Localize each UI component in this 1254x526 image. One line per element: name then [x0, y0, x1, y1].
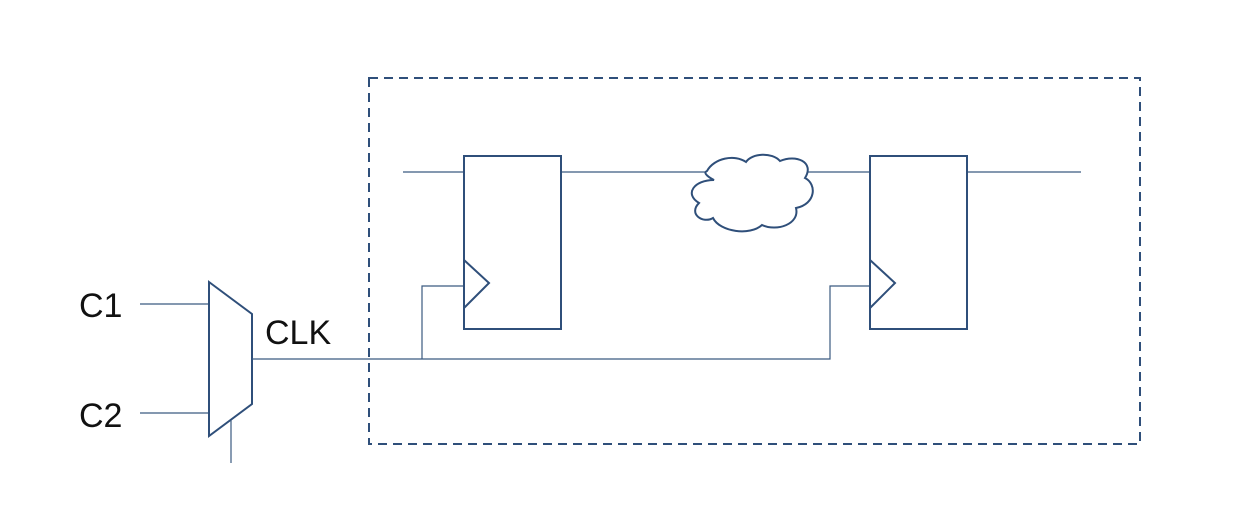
clock-domain-boundary [368, 77, 1141, 445]
capture-flip-flop-clock-triangle [869, 259, 897, 309]
clk-label: CLK [265, 314, 331, 352]
clk-net [252, 285, 870, 360]
clk-branch-to-ff1 [421, 285, 464, 359]
launch-flip-flop-clock-triangle [463, 259, 491, 309]
c1-label: C1 [79, 287, 122, 325]
launch-flip-flop [463, 155, 562, 330]
capture-flip-flop [869, 155, 968, 330]
c2-label: C2 [79, 397, 122, 435]
clock-mux [208, 280, 253, 438]
combinational-logic-cloud [690, 153, 814, 233]
